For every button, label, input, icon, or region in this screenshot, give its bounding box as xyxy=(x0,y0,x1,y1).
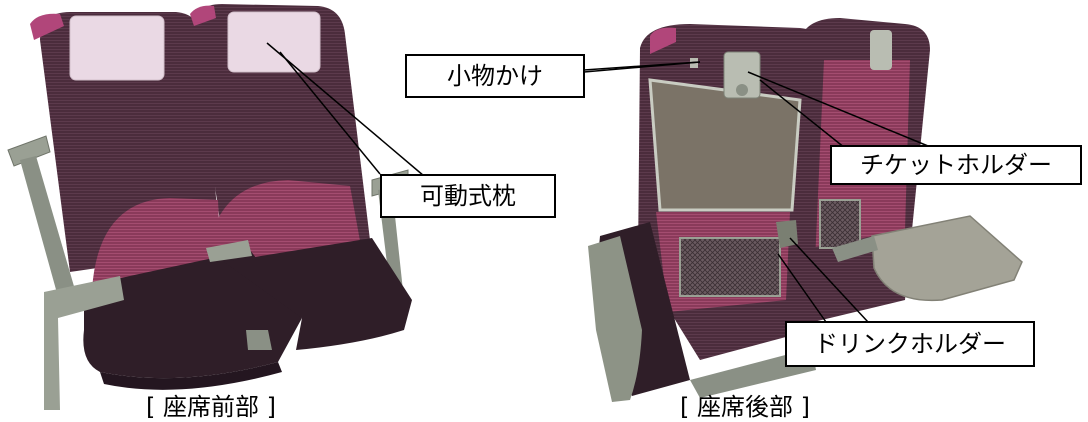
left-seat-cushion xyxy=(83,250,302,379)
front-seat-illustration xyxy=(7,4,412,410)
rear-tray-panel xyxy=(648,78,802,212)
small-hook-callout: 小物かけ xyxy=(405,54,585,98)
left-headrest-cover xyxy=(69,15,165,81)
right-seat-cushion xyxy=(224,238,412,350)
seat-pocket-net xyxy=(679,237,781,297)
drink-holder-callout: ドリンクホルダー xyxy=(785,321,1035,367)
headrest-callout: 可動式枕 xyxy=(380,174,556,218)
ticket-holder xyxy=(723,51,761,99)
front-view-caption: [ 座席前部 ] xyxy=(146,393,276,421)
headrest-leader-lines xyxy=(266,42,425,177)
left-armrest xyxy=(7,135,51,167)
right-headrest-cover xyxy=(227,11,321,73)
deployed-tray-table xyxy=(871,215,1023,302)
rear-leader-lines xyxy=(583,61,929,323)
rear-view-caption: [ 座席後部 ] xyxy=(680,393,810,421)
ticket-holder-callout: チケットホルダー xyxy=(830,145,1082,185)
